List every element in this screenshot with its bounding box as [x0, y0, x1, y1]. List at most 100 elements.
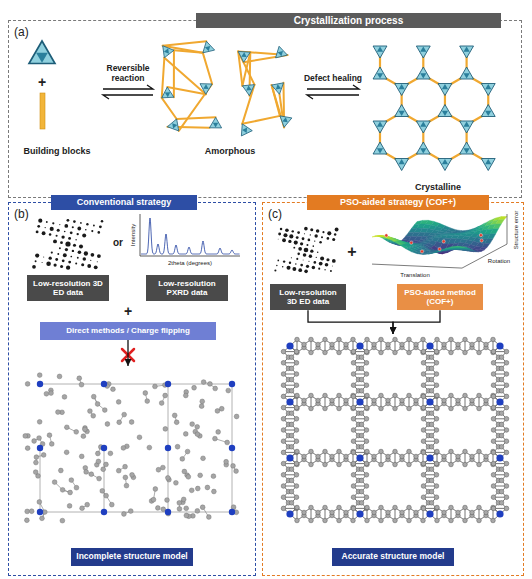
triangle-core — [377, 148, 383, 153]
carbon-atom — [208, 382, 213, 387]
framework-bond — [232, 448, 233, 512]
carbon-atom — [449, 393, 454, 398]
triangle-core — [420, 148, 426, 153]
diffraction-spot — [283, 233, 287, 237]
carbon-atom — [281, 428, 286, 433]
diffraction-spot — [292, 267, 296, 271]
diffraction-spot — [55, 258, 58, 261]
data-box: Low-resolution 3D ED data — [27, 275, 109, 301]
edge-label: Reversible reaction — [95, 64, 161, 84]
illustration-group: Amorphous — [156, 36, 304, 156]
surface-patch — [434, 250, 442, 252]
diffraction-spot — [36, 230, 39, 233]
carbon-atom — [504, 417, 509, 422]
triangle-core — [442, 111, 448, 116]
arrow-line — [307, 95, 359, 99]
block-triangle — [438, 105, 452, 117]
nitrogen-atom — [37, 509, 43, 515]
diffraction-spot — [63, 253, 67, 257]
carbon-atom — [56, 410, 61, 415]
diffraction-spot — [300, 264, 303, 267]
diffraction-spot — [70, 231, 73, 234]
carbon-atom — [463, 462, 468, 467]
carbon-atom — [463, 505, 468, 510]
block-triangle — [29, 41, 55, 64]
carbon-atom — [414, 454, 419, 459]
carbon-atom — [463, 518, 468, 523]
carbon-atom — [393, 406, 398, 411]
triangle-core — [377, 73, 383, 78]
nitrogen-atom — [101, 445, 107, 451]
pxrd-pattern — [141, 218, 240, 254]
nitrogen-atom — [165, 509, 171, 515]
carbon-atom — [85, 502, 90, 507]
carbon-atom — [414, 510, 419, 515]
carbon-atom — [281, 394, 286, 399]
carbon-atom — [364, 439, 369, 444]
carbon-atom — [309, 462, 314, 467]
carbon-atom — [64, 450, 69, 455]
carbon-atom — [323, 505, 328, 510]
carbon-atom — [421, 405, 426, 410]
block-triangle — [460, 67, 474, 79]
diffraction-spot — [64, 224, 68, 228]
diffraction-spot — [38, 219, 42, 223]
carbon-atom — [79, 382, 84, 387]
carbon-atom — [359, 355, 364, 360]
diffraction-spot — [49, 257, 52, 260]
carbon-atom — [143, 391, 148, 396]
diffraction-spot — [98, 231, 101, 234]
carbon-atom — [421, 495, 426, 500]
carbon-atom — [153, 487, 158, 492]
triangle-core — [36, 53, 48, 63]
carbon-atom — [74, 429, 79, 434]
carbon-atom — [80, 506, 85, 511]
framework-bond — [168, 512, 232, 513]
carbon-atom — [351, 428, 356, 433]
carbon-atom — [294, 473, 299, 478]
block-triangle — [395, 105, 409, 117]
carbon-atom — [201, 380, 206, 385]
diffraction-spot — [319, 241, 322, 244]
carbon-atom — [499, 433, 504, 438]
triangle-core — [420, 46, 426, 51]
carbon-atom — [226, 388, 231, 393]
carbon-atom — [123, 475, 128, 480]
carbon-atom — [147, 445, 152, 450]
carbon-atom — [344, 510, 349, 515]
carbon-atom — [456, 398, 461, 403]
carbon-atom — [379, 449, 384, 454]
diffraction-spot — [37, 225, 40, 228]
carbon-atom — [104, 462, 109, 467]
carbon-atom — [153, 384, 158, 389]
carbon-atom — [477, 449, 482, 454]
carbon-atom — [429, 445, 434, 450]
carbon-atom — [216, 430, 221, 435]
carbon-atom — [174, 420, 179, 425]
panel-letter: (b) — [14, 207, 29, 221]
diffraction-spot — [65, 241, 70, 246]
carbon-atom — [91, 394, 96, 399]
diffraction-spot — [324, 269, 325, 270]
diffraction-spot — [75, 239, 76, 240]
carbon-atom — [165, 498, 170, 503]
surface-patch — [487, 234, 495, 239]
diffraction-spot — [62, 259, 65, 262]
linker — [163, 41, 207, 45]
carbon-atom — [323, 350, 328, 355]
carbon-atom — [407, 350, 412, 355]
carbon-atom — [351, 506, 356, 511]
carbon-atom — [364, 495, 369, 500]
block-triangle — [416, 142, 430, 154]
carbon-atom — [491, 361, 496, 366]
diffraction-spot — [289, 234, 293, 238]
axis-label: Intensity — [130, 224, 136, 246]
diffraction-spot — [86, 223, 88, 225]
carbon-atom — [104, 493, 109, 498]
carbon-atom — [180, 456, 185, 461]
diffraction-spot — [314, 234, 317, 237]
carbon-atom — [449, 449, 454, 454]
carbon-atom — [351, 383, 356, 388]
carbon-atom — [294, 361, 299, 366]
carbon-atom — [504, 450, 509, 455]
